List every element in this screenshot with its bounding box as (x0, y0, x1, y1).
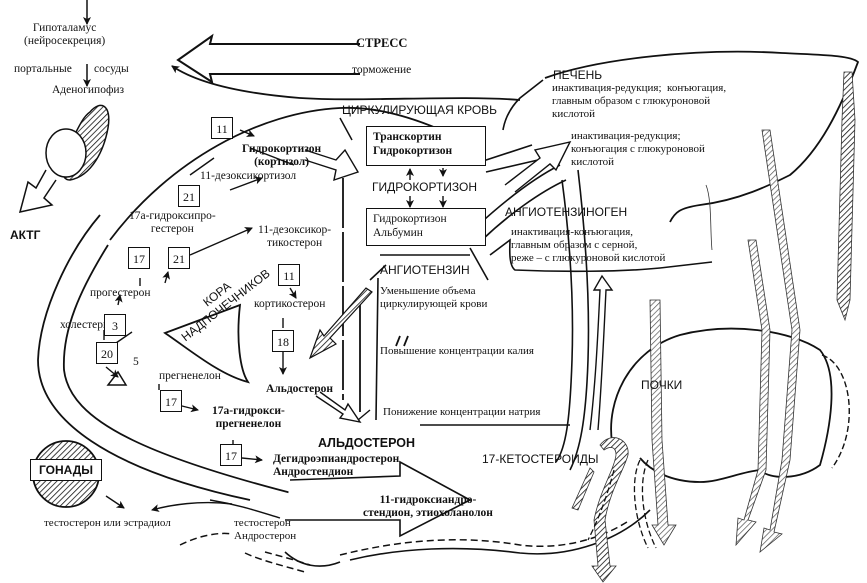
potassium-text: Повышение концентрации калия (380, 345, 534, 357)
angiotensinogen-text: инактивация-конъюгация, главным образом … (511, 226, 666, 264)
corticosterone-label: кортикостерон (254, 298, 326, 310)
hydroxypregnenolone-label: 17а-гидрокси- прегненелон (212, 405, 285, 430)
free-hydrocortisone-label: ГИДРОКОРТИЗОН (372, 180, 478, 194)
acth-label: АКТГ (10, 228, 41, 242)
blood-volume-text: Уменьшение объема циркулирующей крови (380, 285, 488, 310)
enzyme-box-21: 21 (168, 247, 190, 269)
enzyme-box-18: 18 (272, 330, 294, 352)
aldosterone-arrow (315, 391, 362, 424)
liver-title: ПЕЧЕНЬ (553, 68, 603, 82)
stress-arrow (176, 33, 360, 85)
right-vessel-lines (555, 169, 590, 471)
hydrocortisone-to-blood-arrow (304, 148, 360, 182)
kidney-to-angiotensinogen-arrow (589, 274, 614, 431)
gonad-arrows (105, 495, 281, 519)
enzyme-5-label: 5 (133, 356, 139, 368)
ketosteroids-arrow (285, 460, 472, 538)
dhea-androstenedione-label: Дегидроэпиандростерон Андростендион (273, 453, 400, 478)
acth-arrow (18, 169, 57, 213)
portal-label-left: портальные (14, 63, 72, 75)
side-chain-triangle (106, 370, 128, 386)
hatched-excretion-arrows (571, 71, 856, 583)
angiotensin-to-aldosterone-hatched-arrow (308, 287, 373, 360)
binding-arrows (406, 168, 447, 208)
hydrocortisone-label: Гидрокортизон (кортизол) (242, 143, 322, 168)
enzyme-box-17: 17 (128, 247, 150, 269)
pregnenolone-label: прегненелон (159, 370, 221, 382)
inhibition-label: торможение (352, 64, 412, 76)
sodium-text: Понижение концентрации натрия (383, 406, 541, 418)
pituitary-gland (45, 104, 110, 181)
enzyme-box-20: 20 (96, 342, 118, 364)
inhibition-feedback-line (171, 65, 521, 101)
hypothalamus-label: Гипоталамус (нейросекреция) (24, 22, 106, 47)
adrenal-cortex-triangle (163, 303, 251, 384)
slash-marks (395, 335, 409, 347)
portal-label-right: сосуды (94, 63, 129, 75)
kidneys-label: ПОЧКИ (641, 378, 683, 392)
adenohypophysis-label: Аденогипофиз (52, 84, 125, 96)
angiotensin-loop (489, 238, 713, 273)
blood-vessel-lines (342, 178, 361, 412)
stress-label: СТРЕСС (356, 36, 408, 50)
deoxycorticosterone-label: 11-дезоксикор- тикостерон (258, 224, 332, 249)
blood-to-liver-lines (380, 144, 567, 281)
kidney-dashed-lines (587, 459, 657, 549)
enzyme-box-17: 17 (220, 444, 242, 466)
liver-text-2: инактивация-редукция; конъюгация с глюку… (571, 130, 705, 168)
enzyme-box-21: 21 (178, 185, 200, 207)
cholesterol-label: холестерин (60, 319, 116, 331)
ketosteroids-label: 17-КЕТОСТЕРОИДЫ (482, 452, 599, 466)
progesterone-label: прогестерон (90, 287, 151, 299)
hydroxyandrostenedione-label: 11-гидроксиандро- стендион, этиохоланоло… (363, 494, 493, 519)
enzyme-box-3: 3 (104, 314, 126, 336)
aldosterone-main-label: АЛЬДОСТЕРОН (318, 436, 416, 450)
albumin-box: Гидрокортизон Альбумин (366, 208, 486, 246)
liver-text-1: инактивация-редукция; конъюгация, главны… (552, 82, 727, 120)
enzyme-box-11: 11 (278, 264, 300, 286)
gonads-label: ГОНАДЫ (30, 459, 102, 481)
to-liver-arrow (504, 140, 572, 193)
gonads-metabolites-label: тестостерон Андростерон (234, 517, 297, 542)
enzyme-box-17: 17 (160, 390, 182, 412)
gonads-output-label: тестостерон или эстрадиол (44, 517, 171, 529)
angiotensinogen-title: АНГИОТЕНЗИНОГЕН (505, 205, 628, 219)
kidneys-outline (610, 327, 833, 483)
circulating-blood-label: ЦИРКУЛИРУЮЩАЯ КРОВЬ (342, 103, 498, 117)
hydroxyprogesterone-label: 17а-гидроксипро- гестерон (129, 210, 216, 235)
acth-pathway-loop (37, 106, 453, 513)
angiotensin-title: АНГИОТЕНЗИН (380, 263, 470, 277)
transcortin-box: Транскортин Гидрокортизон (366, 126, 486, 166)
enzyme-box-11: 11 (211, 117, 233, 139)
aldosterone-label-small: Альдостерон (266, 383, 334, 395)
deoxycortisol-label: 11-дезоксикортизол (200, 170, 297, 182)
